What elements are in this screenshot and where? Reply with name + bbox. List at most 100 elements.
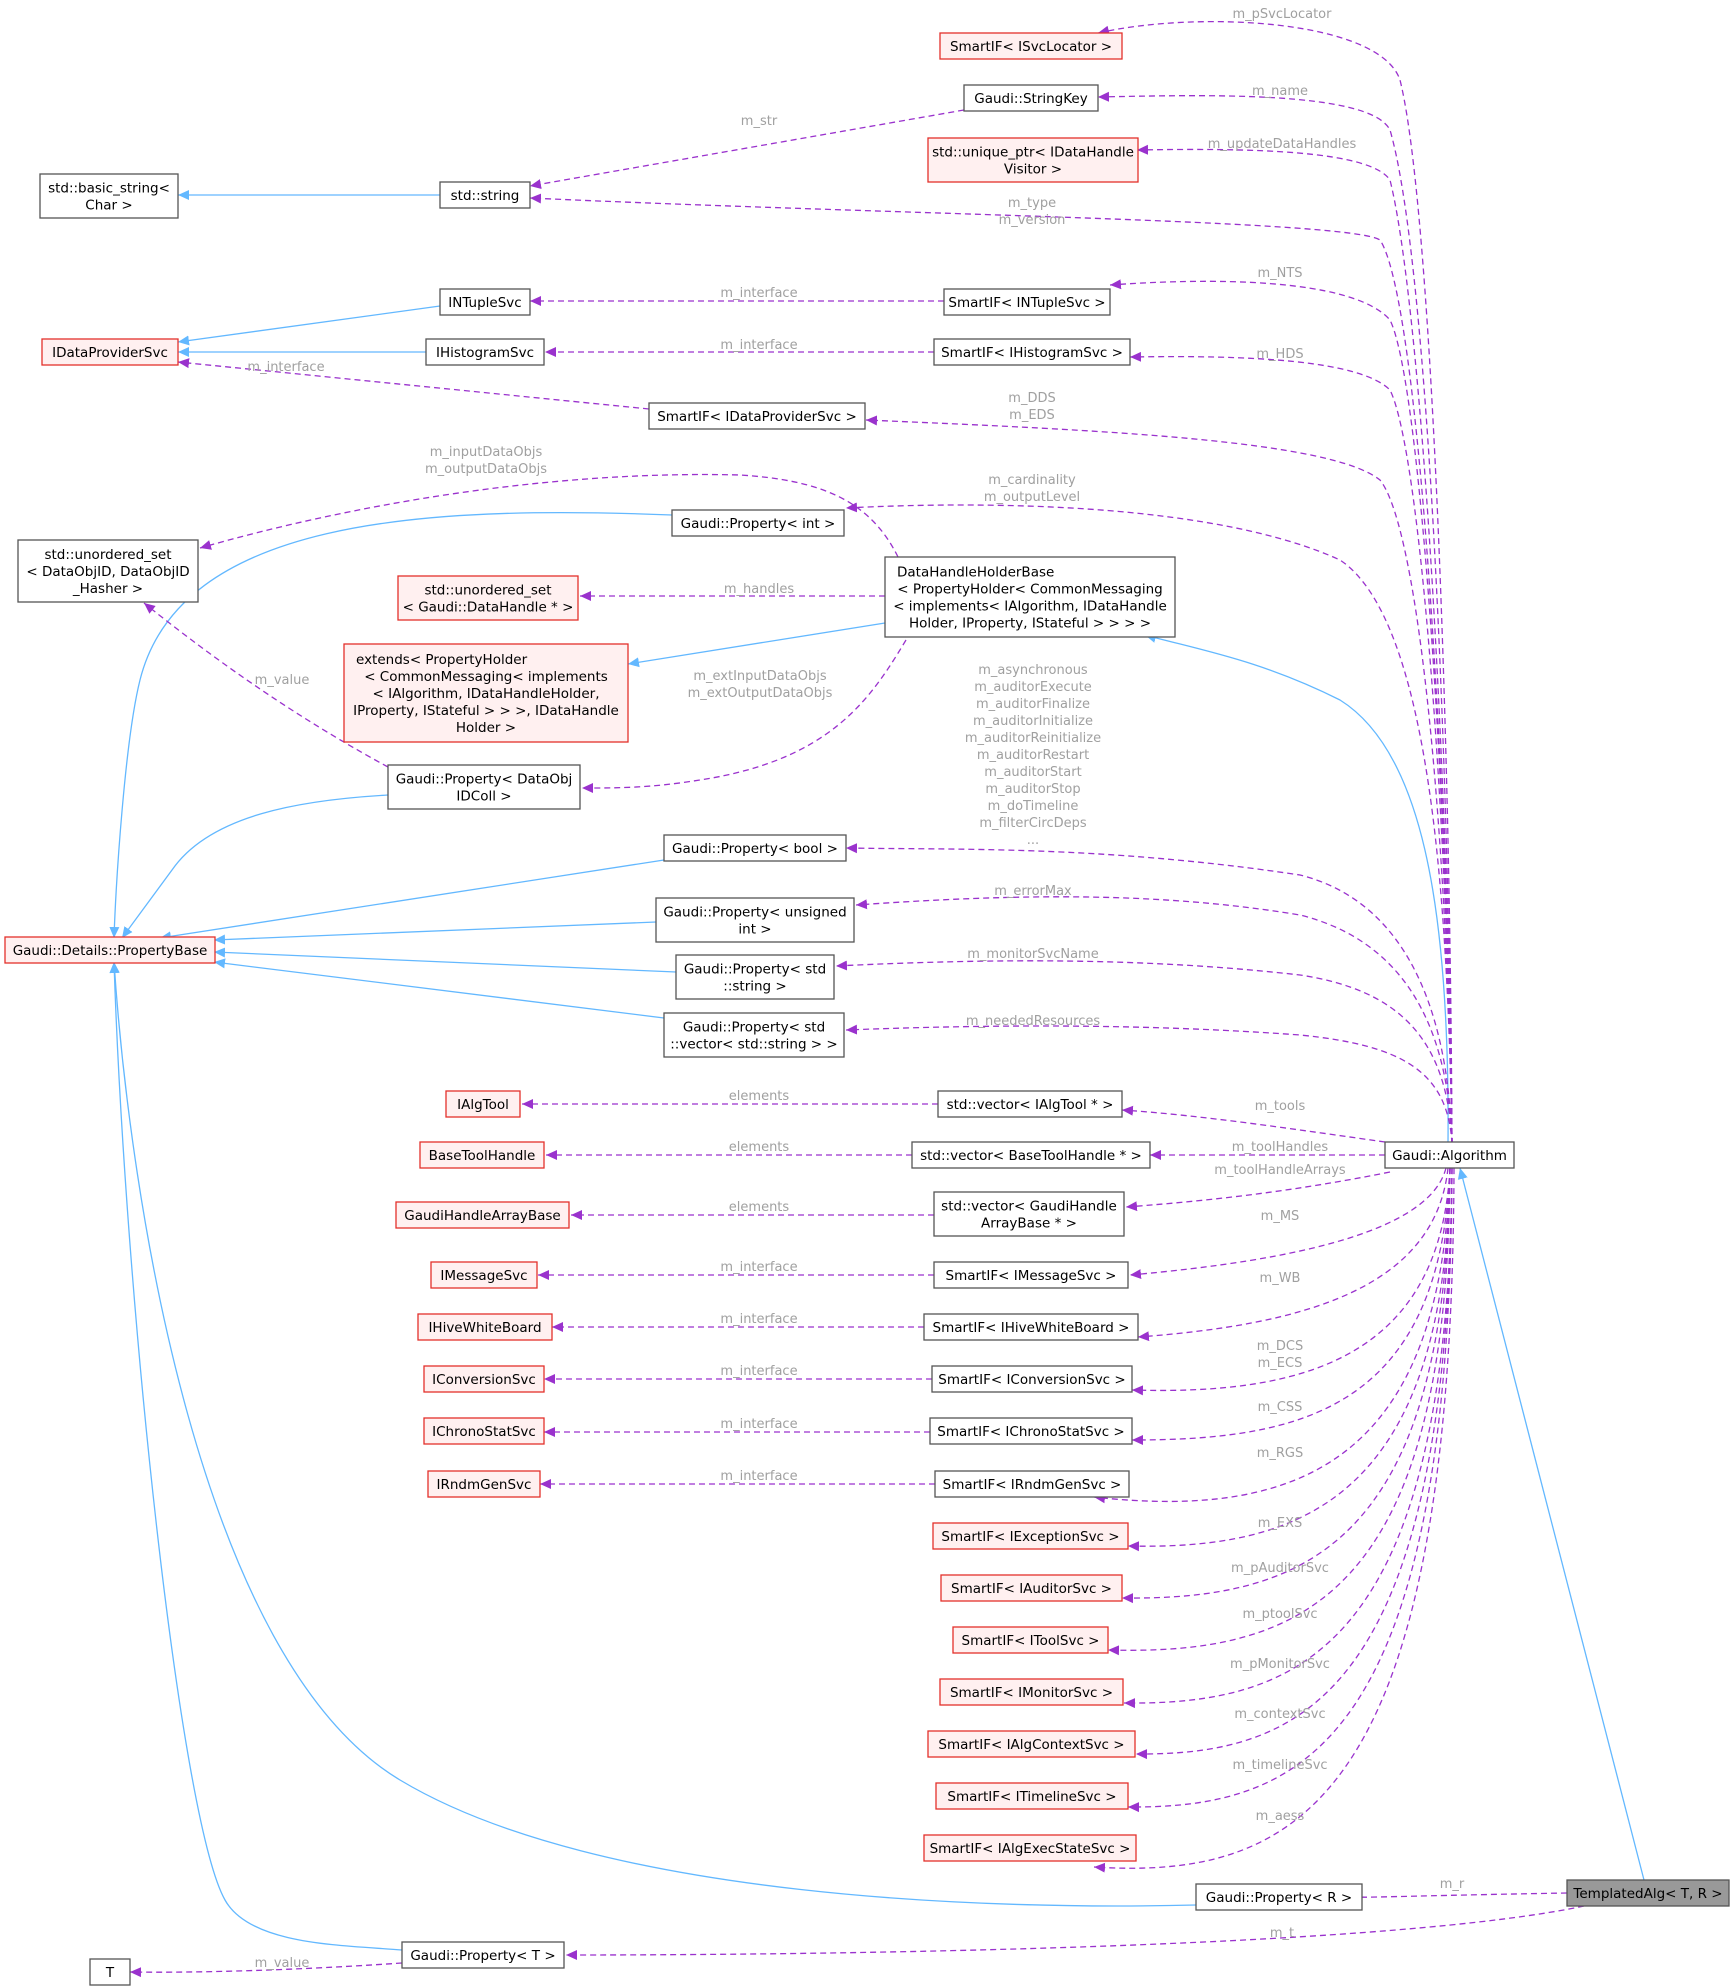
class-node-box — [923, 1313, 1139, 1341]
class-node-vec-ialg-tool[interactable]: std::vector< IAlgTool * > — [937, 1090, 1123, 1118]
edge-label-m-psvclocator: m_pSvcLocator — [1233, 7, 1333, 22]
class-node-prop-r[interactable]: Gaudi::Property< R > — [1195, 1883, 1363, 1911]
class-node-box — [933, 1261, 1129, 1289]
class-node-property-base[interactable]: Gaudi::Details::PropertyBase — [4, 936, 216, 964]
class-node-label: SmartIF< IAuditorSvc > — [951, 1581, 1112, 1597]
edge-label-m-interface-histogram: m_interface — [720, 338, 797, 353]
class-node-ialg-tool[interactable]: IAlgTool — [445, 1090, 521, 1118]
edge-algorithm-ihistogramsvcif — [1129, 351, 1453, 1145]
class-node-prop-int[interactable]: Gaudi::Property< int > — [671, 509, 845, 537]
class-node-intuple-svc-if[interactable]: SmartIF< INTupleSvc > — [943, 288, 1111, 316]
class-node-isvc-locator-if[interactable]: SmartIF< ISvcLocator > — [939, 32, 1123, 60]
edge-algorithm-datahandleholderbase — [1144, 633, 1449, 1145]
class-node-ialg-exec-state-svc-if[interactable]: SmartIF< IAlgExecStateSvc > — [923, 1834, 1137, 1862]
class-node-ihive-white-board[interactable]: IHiveWhiteBoard — [417, 1313, 553, 1341]
class-node-box — [929, 1417, 1133, 1445]
class-node-label: IDataProviderSvc — [52, 345, 168, 361]
class-node-ialg-context-svc-if[interactable]: SmartIF< IAlgContextSvc > — [927, 1730, 1136, 1758]
class-node-imonitor-svc-if[interactable]: SmartIF< IMonitorSvc > — [939, 1678, 1124, 1706]
class-node-label: IDColl > — [456, 789, 511, 805]
class-node-label: INTupleSvc — [448, 295, 521, 311]
edge-algorithm-propstring — [835, 960, 1453, 1145]
class-node-label: DataHandleHolderBase — [897, 565, 1054, 581]
class-node-label: std::vector< GaudiHandle — [941, 1199, 1117, 1215]
class-node-label: std::vector< IAlgTool * > — [947, 1097, 1114, 1113]
class-node-unordered-set-data-obj[interactable]: std::unordered_set< DataObjID, DataObjID… — [17, 539, 199, 603]
class-node-ichrono-stat-svc-if[interactable]: SmartIF< IChronoStatSvc > — [929, 1417, 1133, 1445]
class-node-ihistogram-svc-if[interactable]: SmartIF< IHistogramSvc > — [933, 338, 1131, 366]
class-node-imessage-svc[interactable]: IMessageSvc — [430, 1261, 538, 1289]
edge-propbool-propertybase — [159, 859, 665, 942]
class-node-label: extends< PropertyHolder — [356, 652, 528, 668]
class-node-itool-svc-if[interactable]: SmartIF< IToolSvc > — [952, 1626, 1109, 1654]
class-node-unordered-set-handle[interactable]: std::unordered_set< Gaudi::DataHandle * … — [397, 575, 579, 621]
class-node-label: Gaudi::StringKey — [974, 91, 1087, 107]
class-node-irndm-gen-svc-if[interactable]: SmartIF< IRndmGenSvc > — [934, 1470, 1130, 1498]
edge-label-m-auditorexecute: m_auditorExecute — [974, 680, 1092, 695]
class-node-box — [940, 1574, 1123, 1602]
class-node-vec-gaudi-handle-array-base[interactable]: std::vector< GaudiHandleArrayBase * > — [933, 1191, 1125, 1237]
class-node-label: Holder > — [456, 720, 516, 736]
class-node-label: SmartIF< IExceptionSvc > — [941, 1529, 1119, 1545]
class-node-vec-base-tool-handle[interactable]: std::vector< BaseToolHandle * > — [911, 1141, 1151, 1169]
class-node-box — [423, 1365, 545, 1393]
class-node-idata-provider-svc[interactable]: IDataProviderSvc — [41, 338, 179, 366]
class-node-data-handle-holder-base[interactable]: DataHandleHolderBase< PropertyHolder< Co… — [884, 556, 1176, 638]
class-node-extends[interactable]: extends< PropertyHolder< CommonMessaging… — [343, 643, 629, 743]
edge-label-elements-gaudihandlearraybase: elements — [729, 1200, 790, 1215]
class-node-prop-bool[interactable]: Gaudi::Property< bool > — [663, 834, 847, 862]
edge-algorithm-veci algtool — [1121, 1105, 1386, 1143]
class-node-t[interactable]: T — [89, 1958, 131, 1986]
class-node-prop-vec-string[interactable]: Gaudi::Property< std::vector< std::strin… — [663, 1012, 845, 1058]
class-node-templated-alg[interactable]: TemplatedAlg< T, R > — [1566, 1879, 1730, 1907]
edge-propt-t — [129, 1962, 403, 1978]
edge-algorithm-ialgcontextsvcif — [1135, 1167, 1453, 1760]
class-node-ihive-white-board-if[interactable]: SmartIF< IHiveWhiteBoard > — [923, 1313, 1139, 1341]
class-node-ichrono-stat-svc[interactable]: IChronoStatSvc — [423, 1417, 545, 1445]
class-node-iconversion-svc-if[interactable]: SmartIF< IConversionSvc > — [931, 1365, 1133, 1393]
class-node-gaudi-handle-array-base[interactable]: GaudiHandleArrayBase — [395, 1201, 570, 1229]
class-node-prop-t[interactable]: Gaudi::Property< T > — [401, 1941, 565, 1969]
edge-algorithm-iexceptionsvcif — [1127, 1167, 1451, 1552]
class-node-label: SmartIF< IConversionSvc > — [938, 1372, 1125, 1388]
class-node-basic-string[interactable]: std::basic_string<Char > — [39, 173, 179, 219]
edge-label-m-rgs: m_RGS — [1257, 1446, 1304, 1461]
edge-label-m-aess: m_aess — [1256, 1809, 1305, 1824]
edge-label-m-timelinesvc: m_timelineSvc — [1232, 1758, 1327, 1773]
edge-datahandleholderbase-propdataobjidcoll — [581, 639, 907, 793]
class-node-idata-provider-svc-if[interactable]: SmartIF< IDataProviderSvc > — [648, 402, 866, 430]
edge-algorithm-propvecstring — [845, 1024, 1453, 1145]
class-node-box — [430, 1261, 538, 1289]
class-node-label: SmartIF< IMessageSvc > — [946, 1268, 1117, 1284]
edge-label-m-extoutputdataobjs: m_extOutputDataObjs — [688, 686, 833, 701]
edge-label-m-tools: m_tools — [1255, 1099, 1306, 1114]
class-node-label: std::string — [451, 188, 520, 204]
edge-propunsigned-propertybase — [213, 921, 657, 945]
class-node-base-tool-handle[interactable]: BaseToolHandle — [419, 1141, 545, 1169]
class-node-box — [401, 1941, 565, 1969]
class-node-irndm-gen-svc[interactable]: IRndmGenSvc — [427, 1470, 541, 1498]
class-node-ihistogram-svc[interactable]: IHistogramSvc — [425, 338, 545, 366]
class-node-iexception-svc-if[interactable]: SmartIF< IExceptionSvc > — [932, 1522, 1129, 1550]
class-node-label: SmartIF< ISvcLocator > — [950, 39, 1112, 55]
class-node-algorithm[interactable]: Gaudi::Algorithm — [1384, 1141, 1515, 1169]
edge-label-elements-basetoolhandle: elements — [729, 1140, 790, 1155]
class-node-iauditor-svc-if[interactable]: SmartIF< IAuditorSvc > — [940, 1574, 1123, 1602]
class-node-string-key[interactable]: Gaudi::StringKey — [963, 84, 1099, 112]
class-node-prop-string[interactable]: Gaudi::Property< std::string > — [675, 954, 835, 1000]
class-node-itimeline-svc-if[interactable]: SmartIF< ITimelineSvc > — [935, 1782, 1129, 1810]
class-node-label: Gaudi::Property< std — [684, 962, 826, 978]
class-node-iconversion-svc[interactable]: IConversionSvc — [423, 1365, 545, 1393]
class-node-intuple-svc[interactable]: INTupleSvc — [439, 288, 531, 316]
edge-label-m-exs: m_EXS — [1258, 1516, 1303, 1531]
class-node-label: SmartIF< ITimelineSvc > — [947, 1789, 1116, 1805]
edge-label-m-pauditorsvc: m_pAuditorSvc — [1231, 1561, 1329, 1576]
edge-algorithm-isvclocator — [1097, 20, 1453, 1145]
class-node-std-string[interactable]: std::string — [439, 181, 531, 209]
class-node-imessage-svc-if[interactable]: SmartIF< IMessageSvc > — [933, 1261, 1129, 1289]
edge-label-m-ptoolsvc: m_ptoolSvc — [1242, 1607, 1317, 1622]
